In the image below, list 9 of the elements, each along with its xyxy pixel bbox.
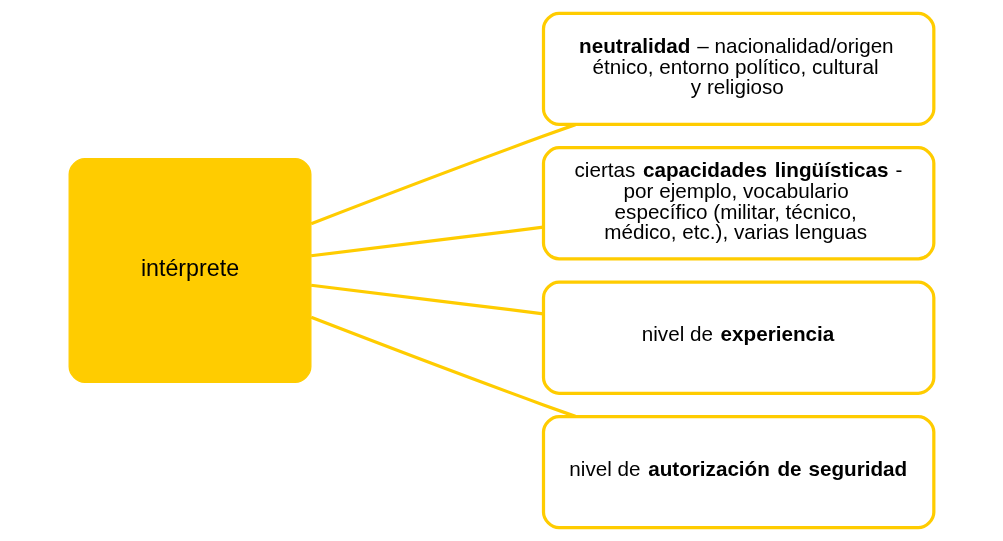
node-box: intérprete bbox=[68, 158, 312, 383]
node-box: ciertas capacidades lingüísticas - por ejemplo, vocabulario específico (militar, técnico, médico, etc.), varias lenguas bbox=[541, 146, 936, 261]
node-box: nivel de autorización de seguridad bbox=[541, 414, 936, 530]
connector bbox=[310, 283, 544, 316]
node-box: nivel de experiencia bbox=[541, 280, 936, 395]
connector bbox=[310, 225, 544, 258]
connector bbox=[310, 123, 576, 226]
connector bbox=[310, 315, 576, 418]
node-box: neutralidad – nacionalidad/origen étnico, entorno político, cultural y religioso bbox=[541, 11, 936, 127]
